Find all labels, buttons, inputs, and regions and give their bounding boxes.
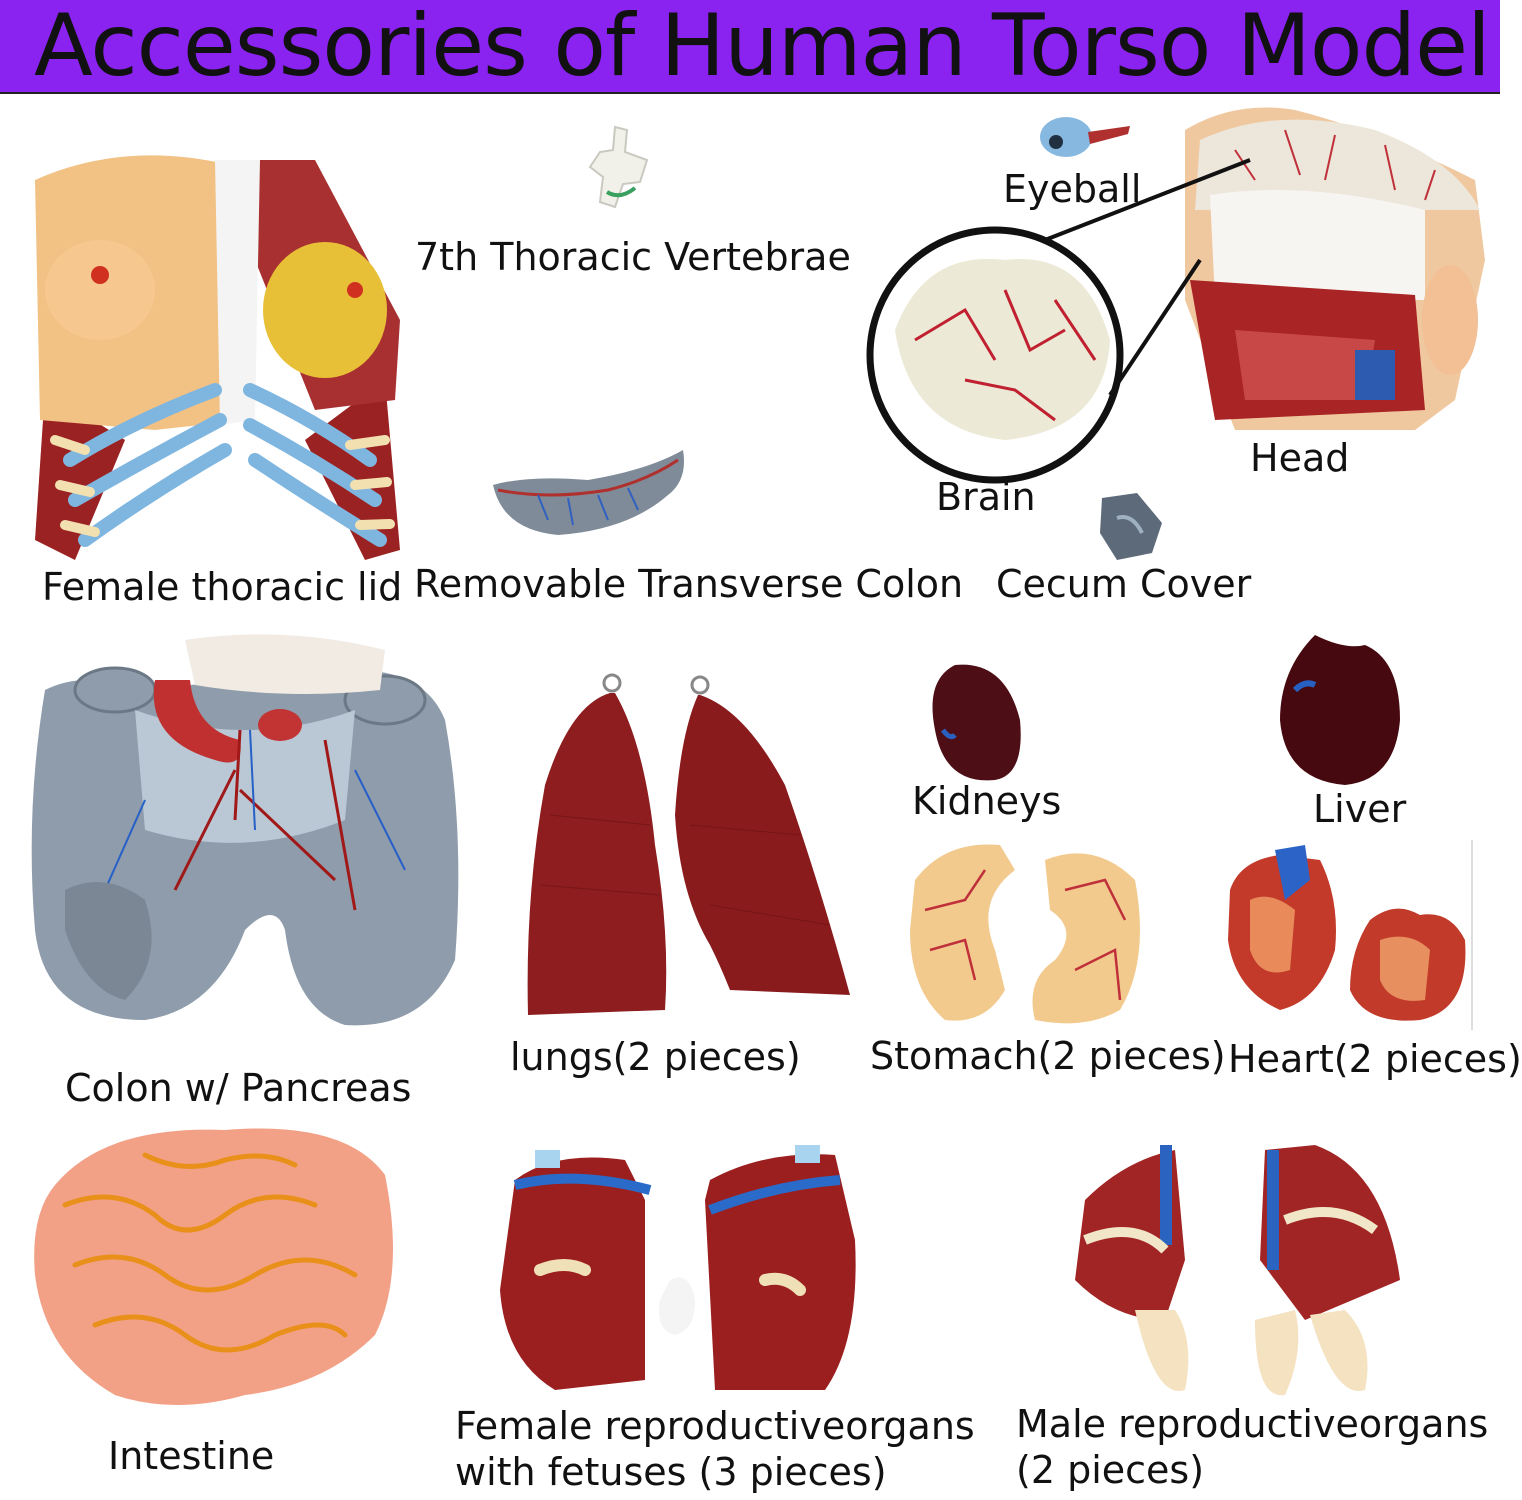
- eyeball-image: [1038, 112, 1133, 162]
- stomach-image: [905, 840, 1150, 1030]
- colon-pancreas-image: [25, 630, 465, 1040]
- brain-magnifier: [855, 100, 1495, 500]
- label-eyeball: Eyeball: [1003, 167, 1142, 211]
- label-heart: Heart(2 pieces): [1228, 1037, 1522, 1081]
- label-head: Head: [1250, 436, 1350, 480]
- title-banner: Accessories of Human Torso Model: [0, 0, 1500, 94]
- kidneys-image: [925, 660, 1025, 785]
- label-colon-pancreas: Colon w/ Pancreas: [65, 1066, 412, 1110]
- heart-image: [1220, 840, 1475, 1030]
- female-thoracic-lid-image: [15, 140, 410, 565]
- label-male-repro-line2: (2 pieces): [1016, 1448, 1205, 1492]
- label-female-thoracic-lid: Female thoracic lid: [42, 565, 403, 609]
- label-lungs: lungs(2 pieces): [510, 1035, 801, 1079]
- label-liver: Liver: [1313, 787, 1407, 831]
- label-intestine: Intestine: [108, 1434, 275, 1478]
- cecum-cover-image: [1092, 488, 1167, 563]
- label-stomach: Stomach(2 pieces): [870, 1034, 1226, 1078]
- female-reproductive-image: [495, 1140, 865, 1400]
- vertebra-image: [585, 122, 655, 212]
- label-male-repro-line1: Male reproductiveorgans: [1016, 1402, 1489, 1446]
- intestine-image: [25, 1115, 400, 1420]
- label-kidneys: Kidneys: [912, 779, 1062, 823]
- label-brain: Brain: [936, 475, 1036, 519]
- label-transverse-colon: Removable Transverse Colon: [414, 562, 964, 606]
- label-thoracic-vertebrae: 7th Thoracic Vertebrae: [415, 235, 851, 279]
- transverse-colon-image: [488, 440, 688, 540]
- label-female-repro-line1: Female reproductiveorgans: [455, 1404, 975, 1448]
- male-reproductive-image: [1055, 1140, 1405, 1400]
- lungs-image: [520, 665, 860, 1020]
- label-female-repro-line2: with fetuses (3 pieces): [455, 1450, 887, 1494]
- label-cecum-cover: Cecum Cover: [996, 562, 1252, 606]
- page-title: Accessories of Human Torso Model: [34, 0, 1491, 96]
- liver-image: [1275, 630, 1405, 790]
